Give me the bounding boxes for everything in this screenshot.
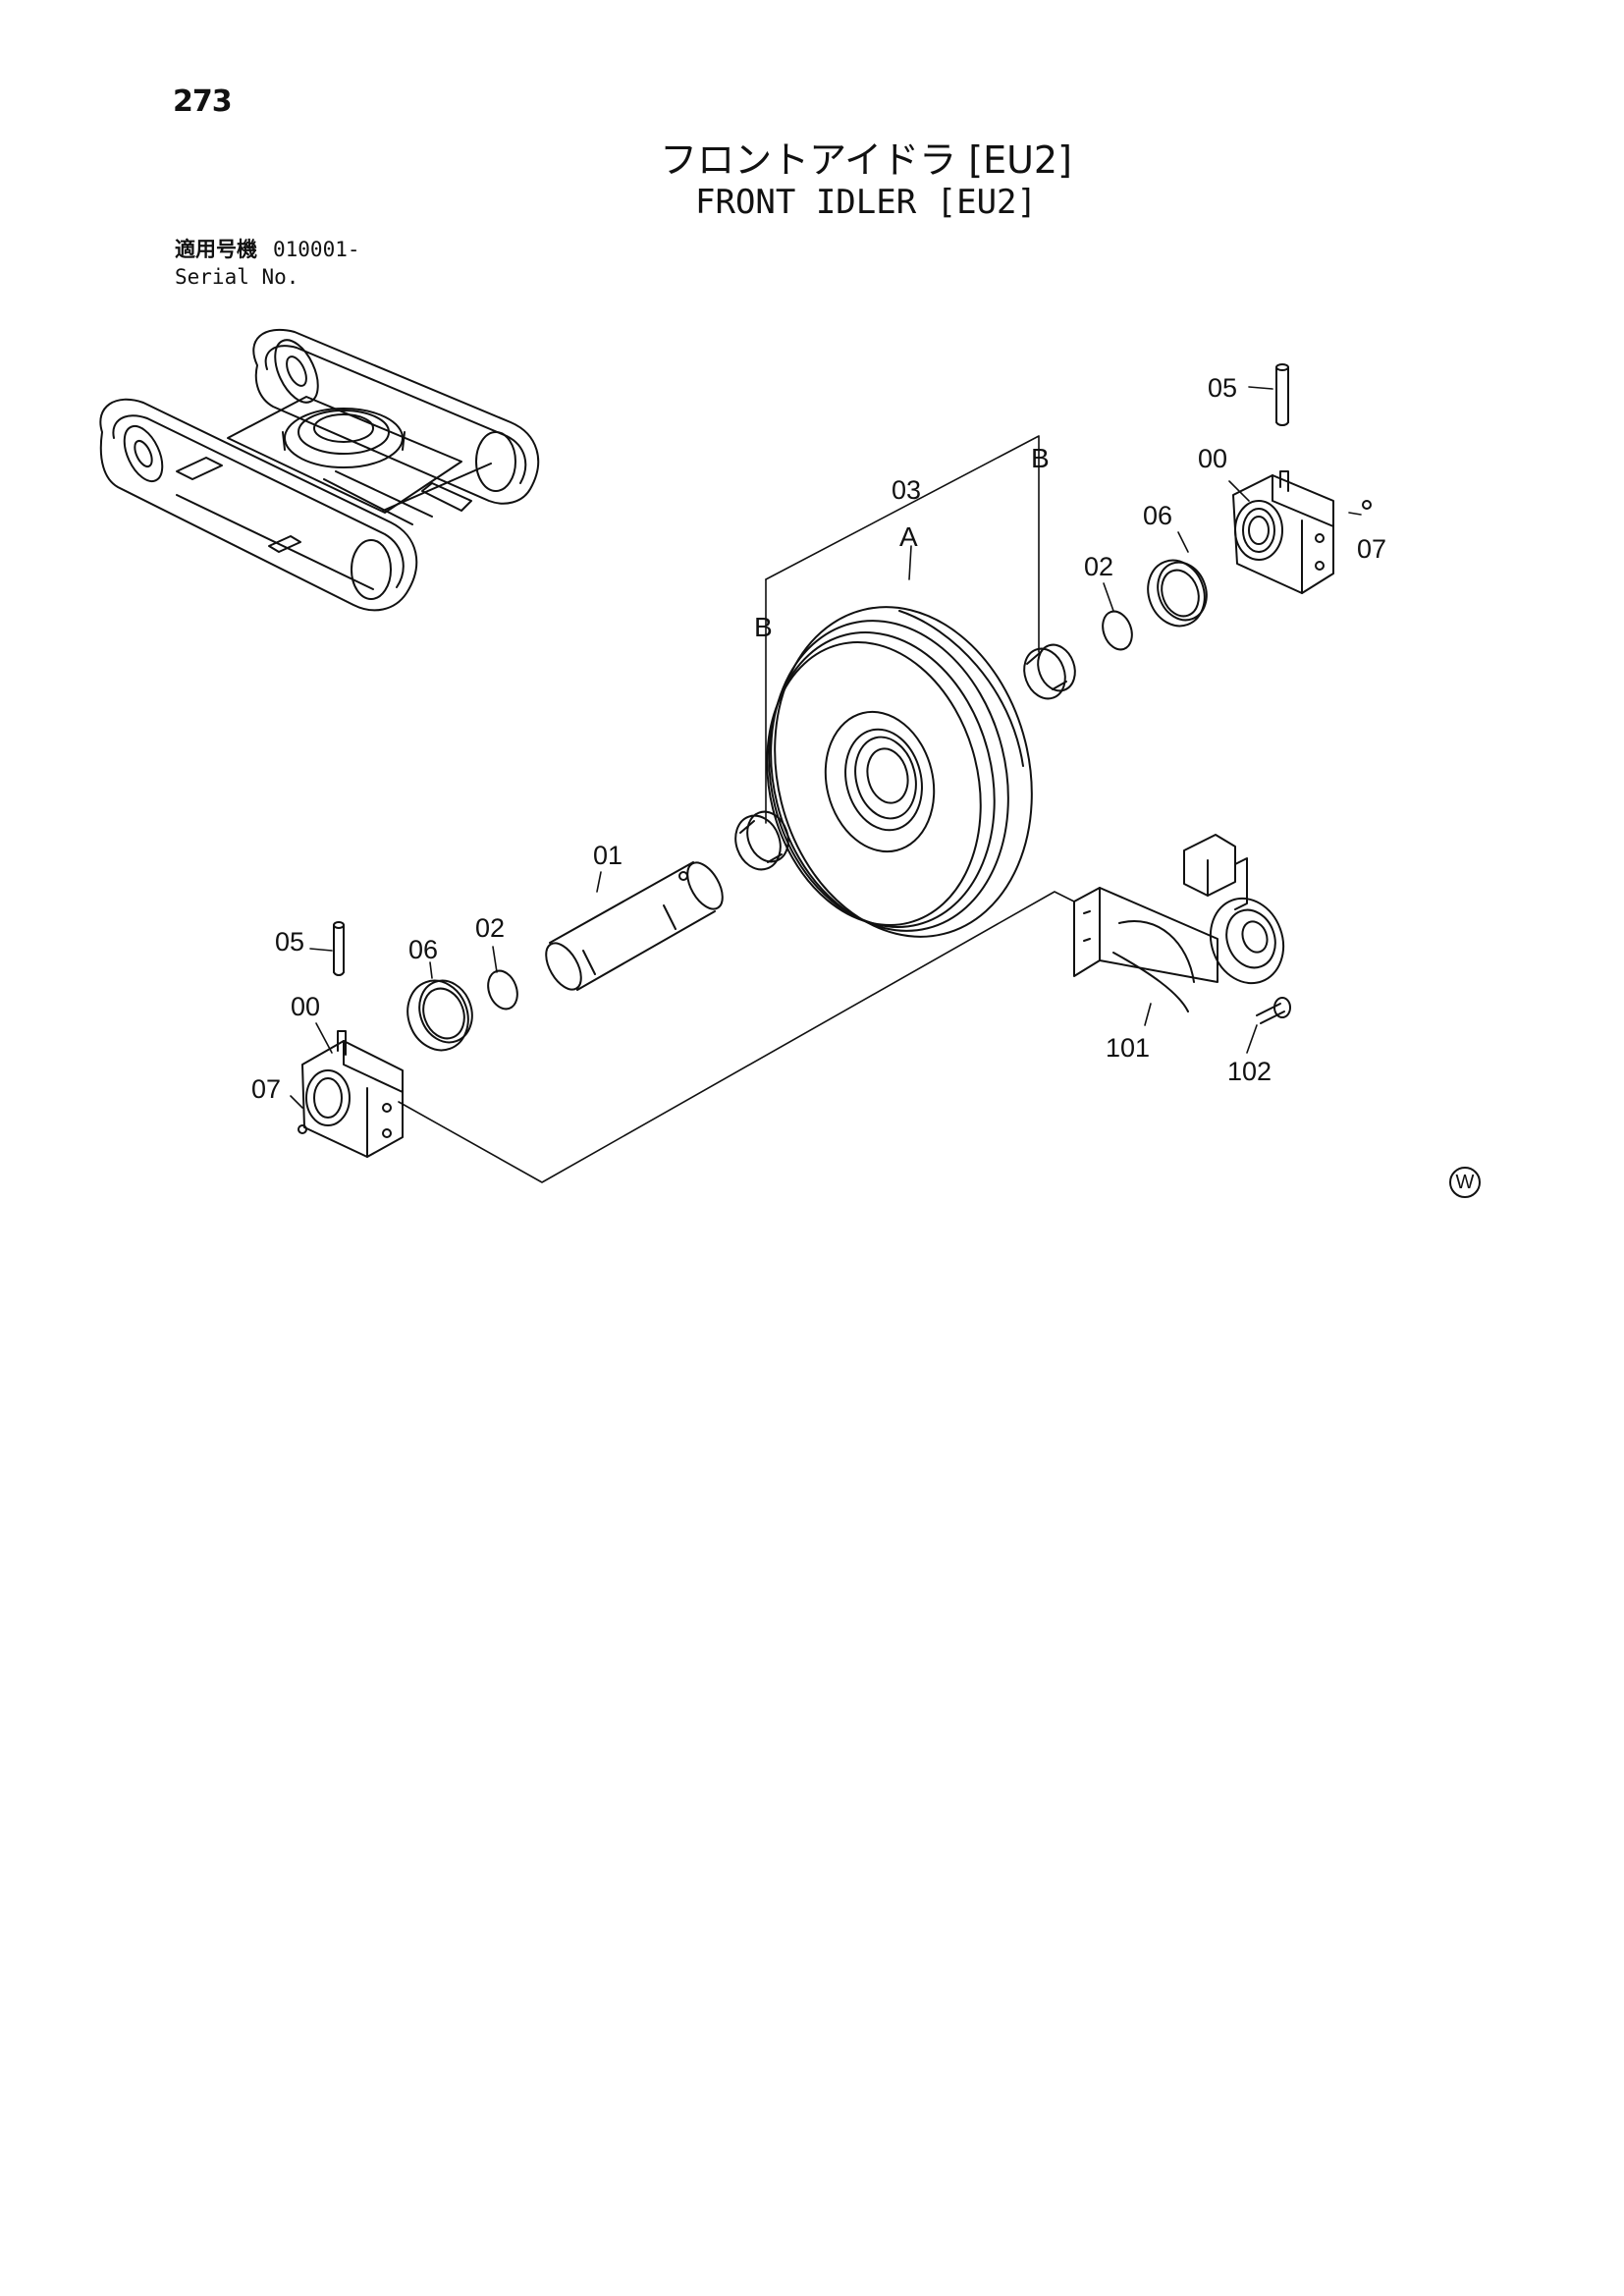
part-07-plug-left [298,1124,307,1134]
reference-label-b-left: B [754,612,773,642]
assembly-leader-lines [290,386,1362,1183]
page-title-english: FRONT IDLER [EU2] [695,183,1037,222]
part-00-bearing-block-left [301,1030,404,1158]
part-02-o-ring-top [1102,610,1133,651]
part-05-pin-left [333,921,345,976]
callout-00-top: 00 [1198,444,1227,473]
part-07-plug-top [1362,500,1372,510]
page-title-japanese: フロントアイドラ [EU2] [660,138,1072,182]
callout-06-left: 06 [408,935,438,964]
part-bushing-b-top [1023,643,1076,700]
part-02-o-ring-left [487,969,518,1011]
serial-row: 適用号機 010001- [175,236,360,263]
part-06-seal-left [406,979,473,1052]
callout-101: 101 [1106,1033,1150,1063]
part-00-bearing-block-top [1232,470,1334,594]
serial-number-block: 適用号機 010001- Serial No. [175,236,360,291]
callout-00-left: 00 [291,992,320,1021]
callout-02-left: 02 [475,913,505,943]
callout-06-top: 06 [1143,501,1172,530]
part-03-idler-wheel [766,606,1033,938]
part-101-bracket [1073,834,1285,1012]
w-circle-mark: W [1449,1167,1481,1198]
reference-label-b-top: B [1031,443,1050,473]
callout-07-top: 07 [1357,534,1386,564]
part-01-shaft [545,861,724,991]
callout-01: 01 [593,841,623,870]
callout-102: 102 [1227,1057,1272,1086]
callout-02-top: 02 [1084,552,1113,581]
page-number: 273 [173,84,233,119]
callout-07-left: 07 [251,1074,281,1104]
callout-05-left: 05 [275,927,304,957]
serial-label-english: Serial No. [175,265,299,289]
callout-labels: 05 00 07 06 02 03 A B B 01 05 06 02 00 0… [251,373,1386,1104]
callout-05-top: 05 [1208,373,1237,403]
part-06-seal-top [1147,559,1208,628]
part-102-bolt [1256,997,1291,1024]
part-05-pin-top [1275,363,1289,426]
undercarriage-overview-drawing [99,328,540,612]
serial-label-japanese: 適用号機 [175,238,257,261]
reference-label-a: A [899,521,918,552]
part-bushing-b-left [734,810,789,871]
callout-03: 03 [892,475,921,505]
serial-value: 010001- [273,238,360,261]
